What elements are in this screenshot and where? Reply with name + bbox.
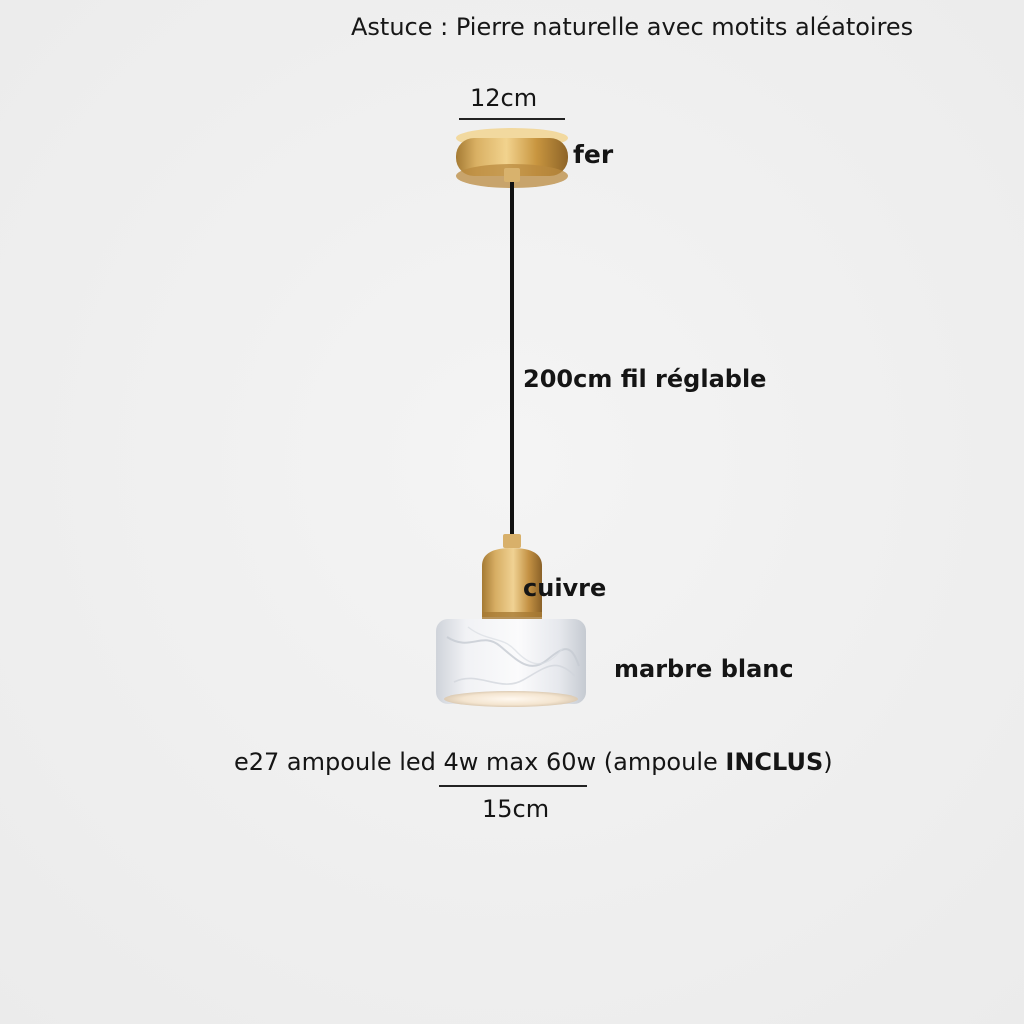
- socket-cap: [503, 534, 521, 548]
- canopy-material-label: fer: [573, 140, 614, 169]
- socket-base: [482, 612, 542, 620]
- bulb-spec-emphasis: INCLUS: [725, 748, 824, 776]
- bottom-dimension-label: 15cm: [482, 795, 550, 823]
- canopy-stem: [504, 168, 520, 182]
- marble-vein-3: [467, 626, 564, 665]
- socket-material-label: cuivre: [523, 574, 607, 602]
- material-tip: Astuce : Pierre naturelle avec motits al…: [351, 13, 914, 41]
- cable-label: 200cm fil réglable: [523, 365, 767, 393]
- light-opening: [444, 691, 578, 707]
- bulb-spec-suffix: ): [823, 748, 833, 776]
- bulb-spec-prefix: e27 ampoule led 4w max 60w (ampoule: [234, 748, 726, 776]
- marble-vein-1: [446, 636, 580, 667]
- marble-shade: [436, 619, 586, 704]
- bulb-specification: e27 ampoule led 4w max 60w (ampoule INCL…: [234, 750, 833, 774]
- marble-vein-2: [453, 664, 576, 685]
- top-dimension-label: 12cm: [470, 84, 538, 112]
- shade-material-label: marbre blanc: [614, 655, 794, 683]
- brass-socket: [482, 548, 542, 617]
